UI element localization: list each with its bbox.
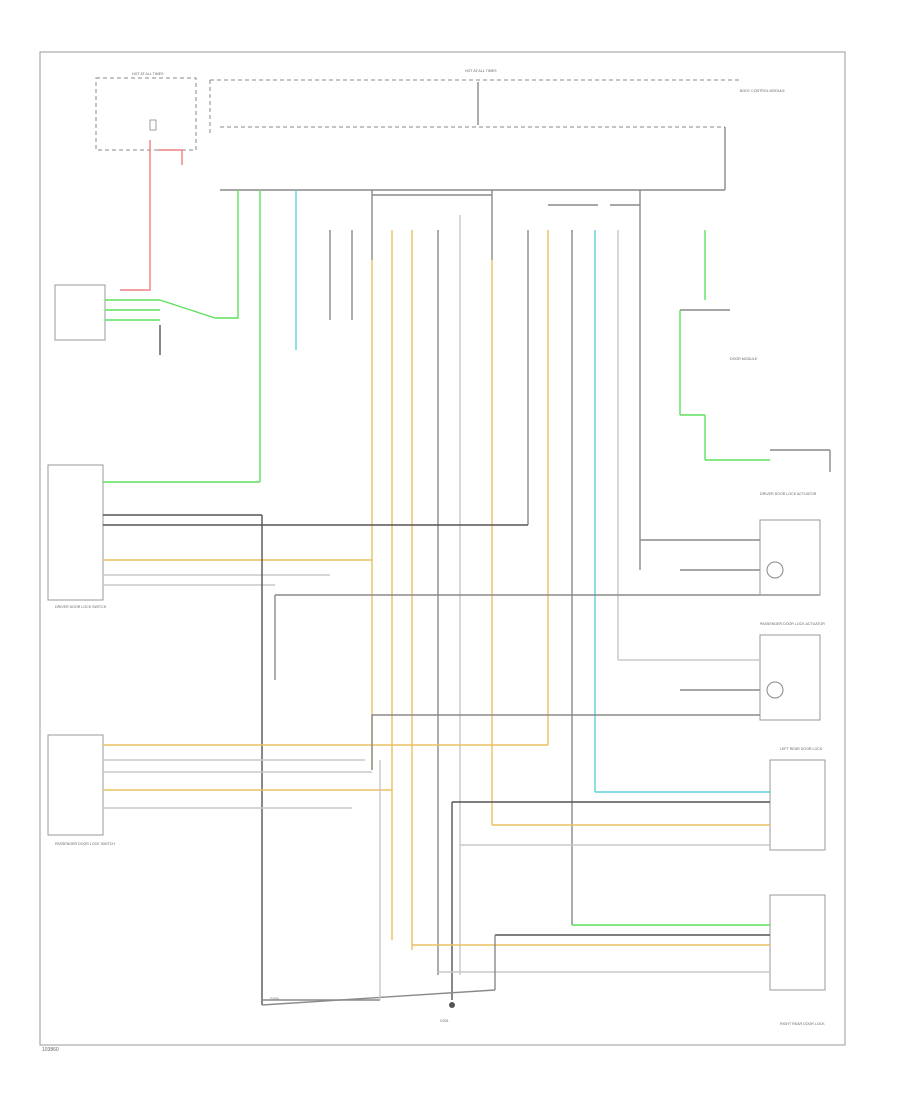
lr-door-label: LEFT REAR DOOR LOCK: [780, 747, 823, 751]
fuse-left-label: HOT AT ALL TIMES: [132, 72, 164, 76]
ground-bottom-label: G201: [440, 1019, 449, 1023]
footer-code: 103860: [42, 1047, 59, 1053]
driver-lock-actuator: DRIVER DOOR LOCK ACTUATOR: [640, 492, 821, 596]
fuse-center-label: HOT AT ALL TIMES: [465, 69, 497, 73]
power-wires: [120, 140, 183, 291]
diagram-frame: [39, 51, 846, 1046]
door-module: DOOR MODULE: [679, 309, 831, 472]
rr-door-label: RIGHT REAR DOOR LOCK: [780, 1022, 825, 1026]
bcm-left-connector: [54, 270, 239, 355]
passenger-switch-label: PASSENGER DOOR LOCK SWITCH: [55, 842, 115, 846]
driver-actuator-label: DRIVER DOOR LOCK ACTUATOR: [760, 492, 817, 496]
ground-left-label: G200: [270, 997, 279, 1001]
header-bus: HOT AT ALL TIMES BODY CONTROL MODULE: [209, 69, 786, 191]
bcm-label: BODY CONTROL MODULE: [740, 89, 786, 93]
driver-switch: DRIVER DOOR LOCK SWITCH: [47, 464, 528, 609]
pass-lock-actuator: PASSENGER DOOR LOCK ACTUATOR: [371, 622, 825, 770]
lr-door-lock: LEFT REAR DOOR LOCK: [451, 747, 826, 1000]
fuse-block-left: HOT AT ALL TIMES: [95, 72, 197, 151]
main-harness: [259, 205, 706, 975]
ground-bus-bottom: G201: [261, 760, 496, 1023]
door-module-label: DOOR MODULE: [730, 357, 758, 361]
driver-switch-label: DRIVER DOOR LOCK SWITCH: [55, 605, 107, 609]
rr-door-lock: RIGHT REAR DOOR LOCK: [412, 894, 826, 1026]
passenger-switch: PASSENGER DOOR LOCK SWITCH: [47, 734, 548, 846]
bcm-pins: [237, 190, 641, 320]
pass-actuator-label: PASSENGER DOOR LOCK ACTUATOR: [760, 622, 825, 626]
